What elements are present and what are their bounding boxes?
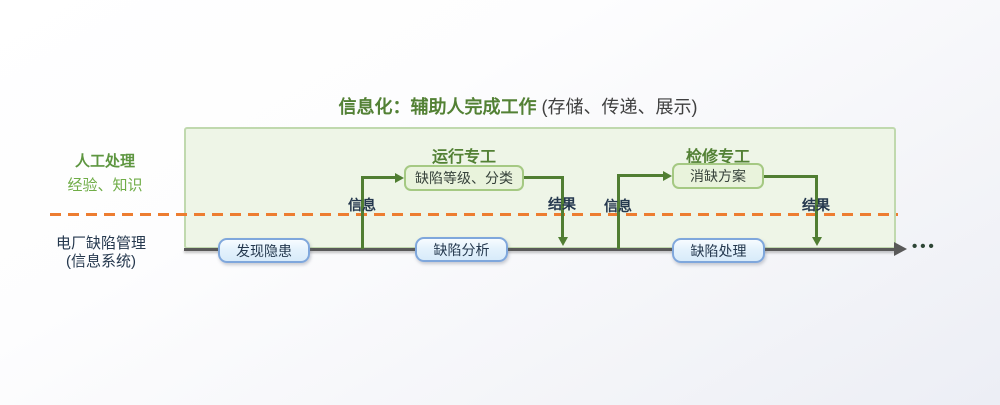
sp2-input-label: 信息	[604, 198, 632, 214]
title-paren-text: (存储、传递、展示)	[541, 97, 698, 117]
sp1-output-connector-vertical	[561, 176, 564, 238]
title-main-text: 信息化：辅助人完成工作	[338, 97, 537, 117]
sp2-input-connector-vertical	[617, 175, 620, 249]
sp2-output-label: 结果	[802, 197, 830, 213]
sp1-output-label: 结果	[548, 196, 576, 212]
sp1-input-connector-vertical	[361, 177, 364, 249]
manual-processing-label: 人工处理	[74, 153, 135, 170]
sp1-input-label: 信息	[348, 197, 376, 213]
flow-continuation-ellipsis: •••	[912, 238, 937, 255]
arrow-right-icon	[395, 173, 404, 183]
sp2-output-connector-horizontal	[763, 175, 818, 178]
flow-step-discover-hazard: 发现隐患	[218, 238, 310, 263]
arrow-down-icon	[812, 237, 822, 246]
arrow-right-icon	[663, 171, 672, 181]
role-header-operation-specialist: 运行专工	[431, 149, 496, 166]
manual-system-divider-line	[50, 213, 898, 216]
task-box-defect-grading: 缺陷等级、分类	[404, 165, 524, 191]
flow-step-defect-analysis: 缺陷分析	[415, 237, 508, 262]
task-box-defect-elimination-plan: 消缺方案	[672, 163, 764, 189]
defect-management-label: 电厂缺陷管理	[55, 235, 146, 252]
sp1-output-connector-horizontal	[524, 176, 564, 179]
flow-step-defect-handling: 缺陷处理	[672, 238, 765, 263]
diagram-title: 信息化：辅助人完成工作(存储、传递、展示)	[18, 95, 1000, 119]
experience-knowledge-label: 经验、知识	[67, 177, 143, 194]
informatization-panel	[184, 127, 896, 249]
sp2-input-connector-horizontal	[617, 174, 664, 177]
role-header-maintenance-specialist: 检修专工	[685, 149, 750, 166]
information-system-label: (信息系统)	[66, 253, 136, 270]
sp2-output-connector-vertical	[815, 175, 818, 238]
sp1-input-connector-horizontal	[361, 176, 396, 179]
arrow-down-icon	[558, 237, 568, 246]
process-flow-line	[184, 248, 896, 251]
arrow-right-icon	[894, 242, 907, 256]
